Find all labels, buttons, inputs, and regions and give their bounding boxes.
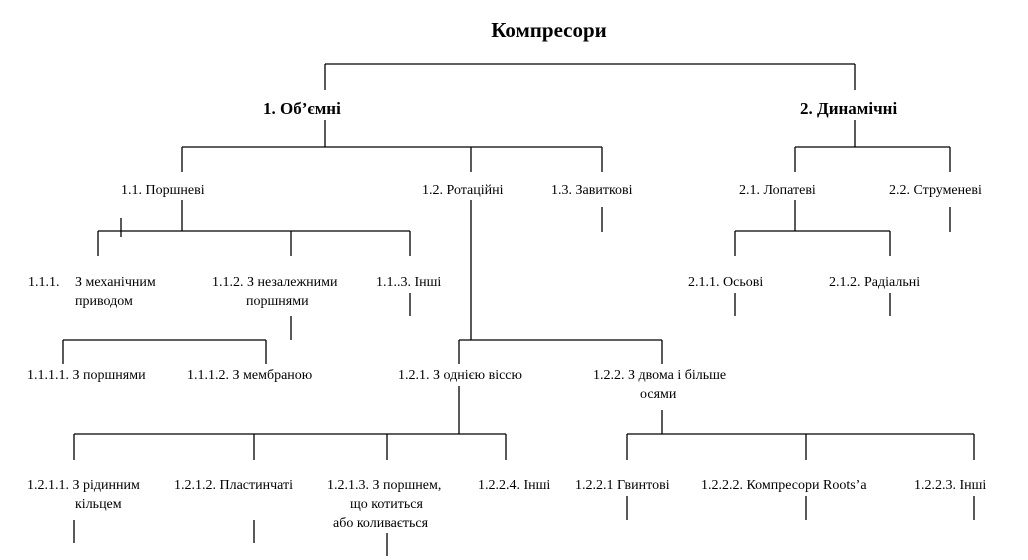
node-mechanical-drive-line2: приводом (75, 294, 133, 309)
node-multi-shaft-line2: осями (640, 387, 677, 402)
diagram-title: Компресори (491, 18, 607, 42)
node-vane: 1.2.1.2. Пластинчаті (174, 478, 294, 493)
node-roots: 1.2.2.2. Компресори Roots’a (701, 478, 867, 493)
node-free-piston-line2: поршнями (246, 294, 309, 309)
node-single-shaft: 1.2.1. З однією віссю (398, 368, 522, 383)
node-axial: 2.1.1. Осьові (688, 275, 764, 290)
node-free-piston-line1: 1.1.2. З незалежними (212, 275, 338, 290)
node-rolling-piston-line2: що котиться (350, 497, 423, 512)
node-rolling-piston-line3: або коливається (333, 516, 429, 531)
node-rotary: 1.2. Ротаційні (422, 183, 504, 198)
node-radial: 2.1.2. Радіальні (829, 275, 921, 290)
node-screw: 1.2.2.1 Гвинтові (575, 478, 670, 493)
node-dynamic: 2. Динамічні (800, 99, 898, 118)
node-with-pistons: 1.1.1.1. З поршнями (27, 368, 146, 383)
node-piston-other: 1.1..3. Інші (376, 275, 442, 290)
node-scroll: 1.3. Завиткові (551, 183, 633, 198)
node-bladed: 2.1. Лопатеві (739, 183, 816, 198)
node-piston: 1.1. Поршневі (121, 183, 205, 198)
node-rotary-other: 1.2.2.4. Інші (478, 478, 551, 493)
node-multi-shaft-other: 1.2.2.3. Інші (914, 478, 987, 493)
node-jet: 2.2. Струменеві (889, 183, 982, 198)
node-with-membrane: 1.1.1.2. З мембраною (187, 368, 313, 383)
node-volumetric: 1. Об’ємні (263, 99, 341, 118)
node-mechanical-drive-line1: З механічним (75, 275, 156, 290)
node-liquid-ring-line1: 1.2.1.1. З рідинним (27, 478, 140, 493)
node-rolling-piston-line1: 1.2.1.3. З поршнем, (327, 478, 442, 493)
node-multi-shaft-line1: 1.2.2. З двома і більше (593, 368, 727, 383)
node-liquid-ring-line2: кільцем (75, 497, 122, 512)
node-mechanical-drive-number: 1.1.1. (28, 275, 60, 290)
